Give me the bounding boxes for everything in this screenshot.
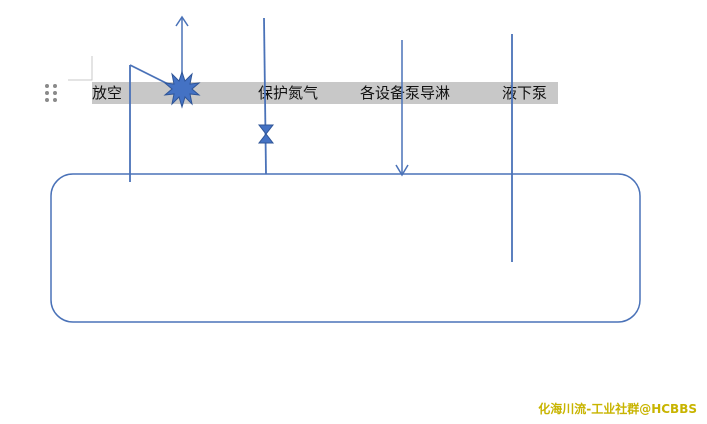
label-band bbox=[92, 82, 558, 104]
tank bbox=[50, 173, 641, 323]
submerged-pump-label: 液下泵 bbox=[502, 84, 548, 102]
flush-arrowhead bbox=[395, 164, 409, 177]
drag-handle-icon[interactable] bbox=[44, 84, 58, 102]
valve-icon-lower bbox=[257, 133, 275, 144]
valve-icon bbox=[257, 124, 275, 135]
corner-guide bbox=[68, 56, 93, 81]
vent-arrowhead bbox=[175, 15, 189, 27]
watermark: 化海川流-工业社群@HCBBS bbox=[538, 402, 697, 416]
pump-flush-label: 各设备泵导淋 bbox=[360, 84, 451, 102]
starburst-icon bbox=[163, 70, 201, 109]
vent-label: 放空 bbox=[92, 84, 123, 102]
nitrogen-label: 保护氮气 bbox=[258, 84, 319, 102]
nitrogen-pipe bbox=[263, 17, 267, 175]
